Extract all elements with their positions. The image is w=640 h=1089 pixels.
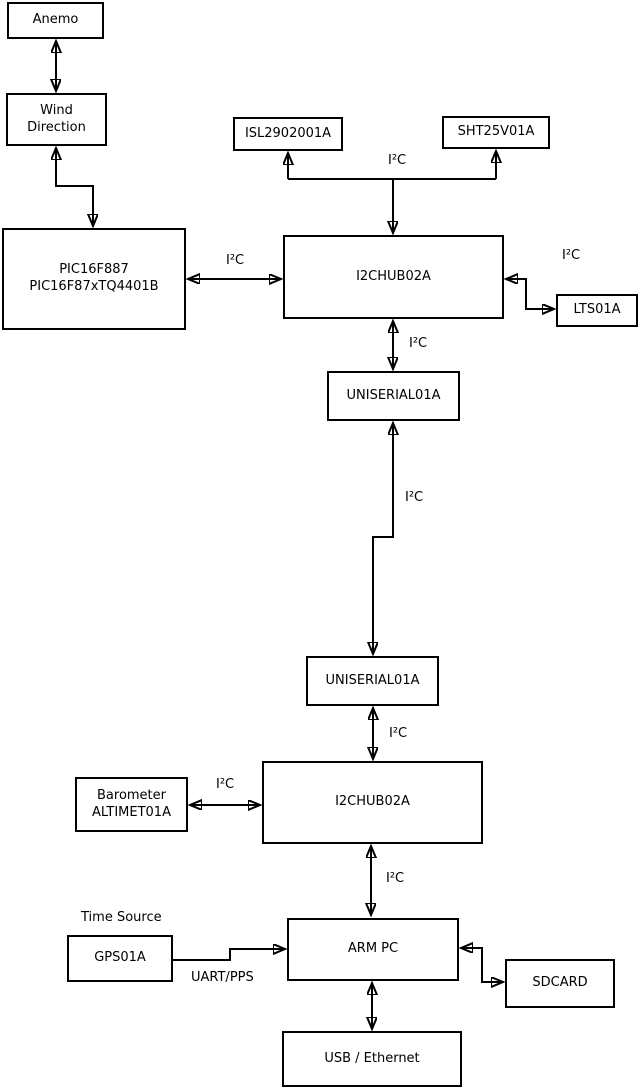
wire-gps-armpc bbox=[173, 949, 285, 961]
node-label: GPS01A bbox=[94, 950, 146, 966]
edge-label-i2c-long-link: I²C bbox=[405, 490, 424, 505]
node-label: PIC16F887 bbox=[59, 262, 129, 278]
node-label: Wind bbox=[40, 102, 73, 118]
node-sdcard: SDCARD bbox=[505, 959, 615, 1008]
node-label: UNISERIAL01A bbox=[346, 387, 441, 403]
node-arm-pc: ARM PC bbox=[287, 918, 459, 981]
edge-label-i2c-barometer: I²C bbox=[216, 777, 235, 792]
node-sht25v01a: SHT25V01A bbox=[442, 116, 550, 149]
node-label: I2CHUB02A bbox=[335, 794, 410, 810]
node-label: I2CHUB02A bbox=[356, 268, 431, 284]
wire-uniserial1-uniserial2 bbox=[373, 423, 393, 654]
node-anemo: Anemo bbox=[7, 2, 104, 39]
node-label: ALTIMET01A bbox=[92, 804, 171, 820]
node-label: USB / Ethernet bbox=[324, 1050, 420, 1066]
node-label: ISL2902001A bbox=[244, 125, 332, 141]
node-lts01a: LTS01A bbox=[556, 294, 638, 327]
node-label: SDCARD bbox=[532, 975, 588, 991]
label-uart-pps: UART/PPS bbox=[191, 970, 254, 985]
edge-label-i2c-bus-top: I²C bbox=[388, 153, 407, 168]
edge-label-i2c-hub2-arm: I²C bbox=[386, 871, 405, 886]
node-usb-ethernet: USB / Ethernet bbox=[282, 1031, 462, 1087]
node-label: LTS01A bbox=[573, 302, 621, 318]
node-uniserial01a-top: UNISERIAL01A bbox=[327, 371, 460, 421]
node-label: Barometer bbox=[97, 787, 166, 803]
node-label: PIC16F87xTQ4401B bbox=[29, 279, 159, 294]
node-label: ARM PC bbox=[347, 941, 399, 957]
node-wind-direction: Wind Direction bbox=[6, 93, 107, 146]
wire-wind-pic bbox=[56, 148, 93, 226]
wire-hub1-lts bbox=[506, 279, 554, 309]
node-label: Direction bbox=[27, 119, 86, 135]
wire-armpc-sdcard bbox=[461, 948, 503, 982]
node-i2chub02a-top: I2CHUB02A bbox=[283, 235, 504, 319]
edge-label-i2c-uniserial-hub2: I²C bbox=[389, 726, 408, 741]
node-isl2902001a: ISL2902001A bbox=[233, 117, 343, 151]
node-label: UNISERIAL01A bbox=[325, 672, 420, 688]
node-barometer-altimet01a: Barometer ALTIMET01A bbox=[75, 777, 188, 832]
label-time-source: Time Source bbox=[81, 910, 162, 925]
node-pic16f887: PIC16F887 PIC16F87xTQ4401B bbox=[2, 228, 186, 330]
node-label: SHT25V01A bbox=[457, 124, 535, 140]
node-uniserial01a-bottom: UNISERIAL01A bbox=[306, 656, 439, 706]
node-gps01a: GPS01A bbox=[67, 935, 173, 982]
edge-label-i2c-hub-uniserial: I²C bbox=[409, 336, 428, 351]
node-label: Anemo bbox=[32, 12, 79, 28]
edge-label-i2c-pic-hub: I²C bbox=[226, 253, 245, 268]
edge-label-i2c-lts: I²C bbox=[562, 248, 581, 263]
node-i2chub02a-bottom: I2CHUB02A bbox=[262, 761, 483, 844]
